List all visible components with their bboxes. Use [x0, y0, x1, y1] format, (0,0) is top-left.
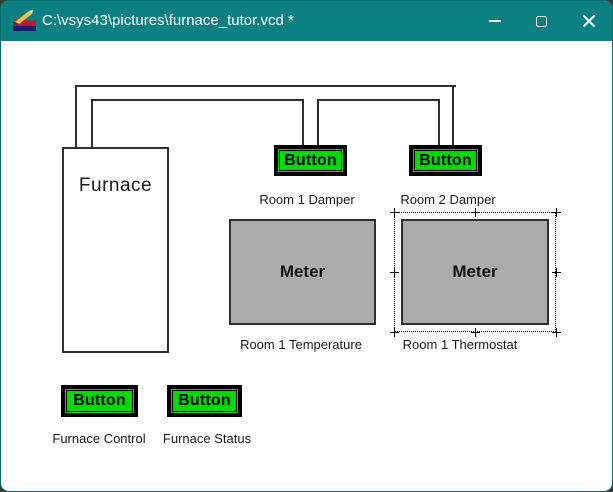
meter-room1-thermostat-label: Meter	[452, 262, 498, 281]
button-room2-damper[interactable]: Button	[409, 145, 482, 176]
wire-furnace-room1damper	[91, 99, 304, 101]
selection-handle-se[interactable]	[552, 328, 561, 337]
wire-furnace-room1damper-drop-left	[91, 99, 93, 149]
wire-room1damper-room2damper-drop-right	[438, 99, 440, 147]
wire-furnace-room2damper-drop-right	[452, 85, 454, 147]
furnace-widget[interactable]: Furnace	[62, 147, 169, 353]
meter-room1-temperature-label: Meter	[279, 262, 326, 281]
title-bar[interactable]: C:\vsys43\pictures\furnace_tutor.vcd *	[1, 1, 612, 41]
caption-room1-damper: Room 1 Damper	[259, 192, 355, 207]
caption-room1-temperature: Room 1 Temperature	[240, 337, 362, 352]
close-button[interactable]	[565, 1, 612, 41]
button-room1-damper-label: Button	[284, 151, 337, 169]
furnace-label: Furnace	[78, 175, 153, 196]
button-furnace-status-label: Button	[178, 392, 231, 409]
diagram-canvas[interactable]: Furnace Button Button Room 1 Damper Room…	[3, 41, 610, 489]
app-icon	[13, 10, 36, 31]
caption-room1-thermostat: Room 1 Thermostat	[402, 337, 518, 352]
selection-handle-n[interactable]	[471, 208, 480, 217]
selection-handle-sw[interactable]	[390, 328, 399, 337]
wire-room1damper-room2damper	[317, 99, 440, 101]
button-furnace-control[interactable]: Button	[61, 385, 138, 417]
selection-handle-w[interactable]	[390, 268, 399, 277]
button-room2-damper-label: Button	[419, 151, 472, 169]
button-furnace-control-label: Button	[73, 392, 126, 409]
window-controls	[471, 1, 612, 41]
meter-room1-temperature[interactable]: Meter	[229, 219, 376, 325]
minimize-button[interactable]	[471, 1, 518, 41]
selection-handle-s[interactable]	[471, 328, 480, 337]
window-title: C:\vsys43\pictures\furnace_tutor.vcd *	[42, 12, 294, 29]
selection-handle-ne[interactable]	[552, 208, 561, 217]
caption-room2-damper: Room 2 Damper	[400, 192, 496, 207]
wire-furnace-room1damper-drop-right	[302, 99, 304, 147]
minimize-icon	[488, 20, 501, 22]
wire-room1damper-room2damper-drop-left	[317, 99, 319, 147]
meter-room1-thermostat[interactable]: Meter	[401, 219, 549, 325]
caption-furnace-status: Furnace Status	[162, 431, 252, 446]
selection-handle-e[interactable]	[552, 268, 561, 277]
button-room1-damper[interactable]: Button	[274, 145, 347, 176]
caption-furnace-control: Furnace Control	[52, 431, 146, 446]
close-icon	[582, 14, 596, 28]
maximize-icon	[536, 15, 547, 27]
selection-handle-nw[interactable]	[390, 208, 399, 217]
wire-furnace-room2damper	[75, 85, 456, 87]
maximize-button[interactable]	[518, 1, 565, 41]
wire-furnace-room2damper-drop-left	[75, 85, 77, 149]
button-furnace-status[interactable]: Button	[167, 385, 242, 417]
